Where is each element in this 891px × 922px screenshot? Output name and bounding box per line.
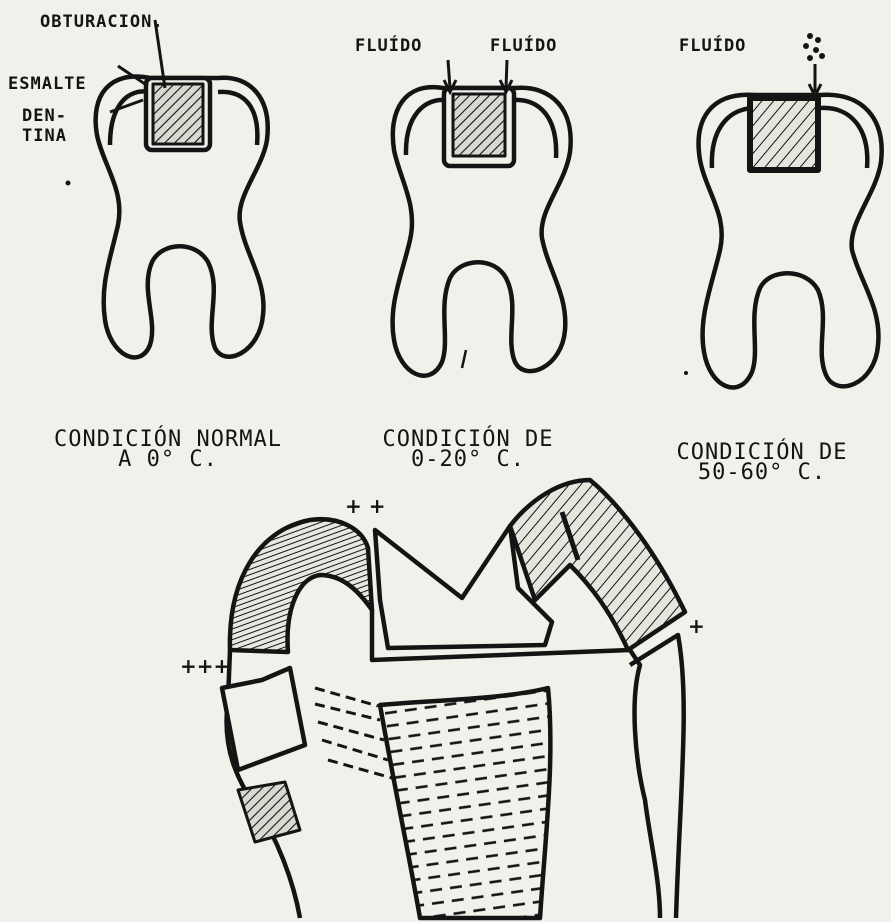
dentina-pointer: [110, 100, 143, 112]
tooth-50-60c: [699, 95, 882, 388]
dentin-tubules: [315, 688, 392, 778]
stray-dot: [684, 371, 688, 375]
sign-plus-plus: + +: [345, 496, 385, 516]
caption-0-20c: CONDICIÓN DE 0-20° C.: [358, 430, 578, 470]
label-dentina-line2: TINA: [22, 128, 67, 145]
left-small-filling: [222, 668, 305, 770]
sign-plus: +: [688, 616, 705, 636]
fluid-droplets-icon: [803, 33, 825, 61]
label-fluido-left: FLUÍDO: [355, 38, 422, 55]
tooth-0-20c-filling: [453, 94, 505, 156]
left-enamel-arch: [230, 519, 372, 652]
tooth-normal-filling: [153, 84, 203, 144]
label-obturacion: OBTURACION.: [40, 14, 164, 31]
label-esmalte: ESMALTE: [8, 76, 87, 93]
tooth-0-20c-enamel-left: [406, 100, 446, 155]
tooth-normal: [96, 77, 268, 358]
caption-50-60c: CONDICIÓN DE 50-60° C.: [652, 443, 872, 483]
tooth-0-20c-mark: [462, 350, 466, 368]
enlarged-cross-section: [222, 480, 685, 918]
tooth-0-20c: [393, 87, 571, 376]
label-fluido-third: FLUÍDO: [679, 38, 746, 55]
caption-normal-line2: A 0° C.: [38, 450, 298, 470]
tooth-normal-enamel-right: [218, 92, 257, 145]
fluido-arrow-right: [506, 60, 507, 88]
caption-normal: CONDICIÓN NORMAL A 0° C.: [38, 430, 298, 470]
tooth-0-20c-enamel-right: [512, 100, 556, 158]
sign-plus-plus-plus: +++: [180, 656, 230, 676]
label-fluido-right: FLUÍDO: [490, 38, 557, 55]
stray-dot: [66, 181, 71, 186]
left-hatched-segment: [238, 782, 300, 842]
tooth-50-60c-enamel-right: [820, 108, 867, 168]
label-dentina-line1: DEN-: [22, 108, 67, 125]
caption-50-60c-line2: 50-60° C.: [652, 463, 872, 483]
tooth-50-60c-filling: [750, 98, 818, 170]
pulp-dashed-region: [380, 688, 550, 918]
fluido-arrow-left: [448, 60, 450, 88]
caption-0-20c-line2: 0-20° C.: [358, 450, 578, 470]
